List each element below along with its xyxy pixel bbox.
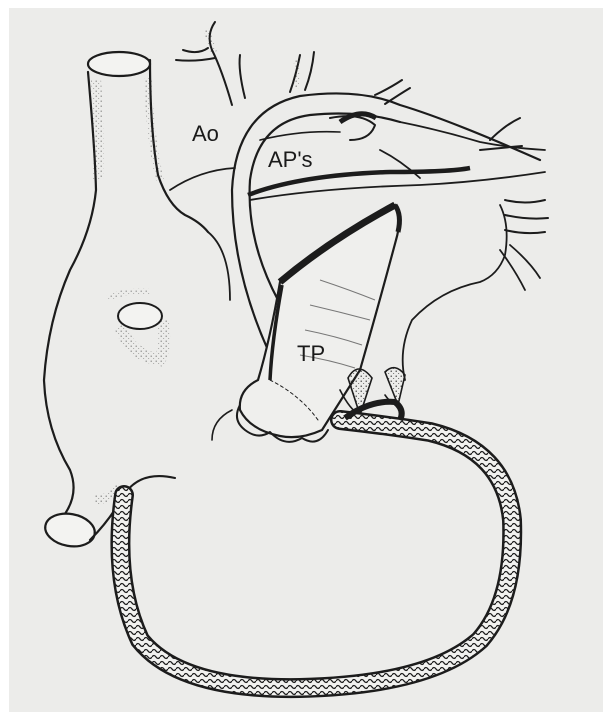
label-tp: TP — [297, 341, 325, 366]
conduit-loop — [120, 402, 512, 688]
ivc-opening — [43, 510, 98, 550]
svc-opening — [88, 52, 150, 76]
label-aps: AP's — [268, 147, 313, 172]
label-ao: Ao — [192, 121, 219, 146]
